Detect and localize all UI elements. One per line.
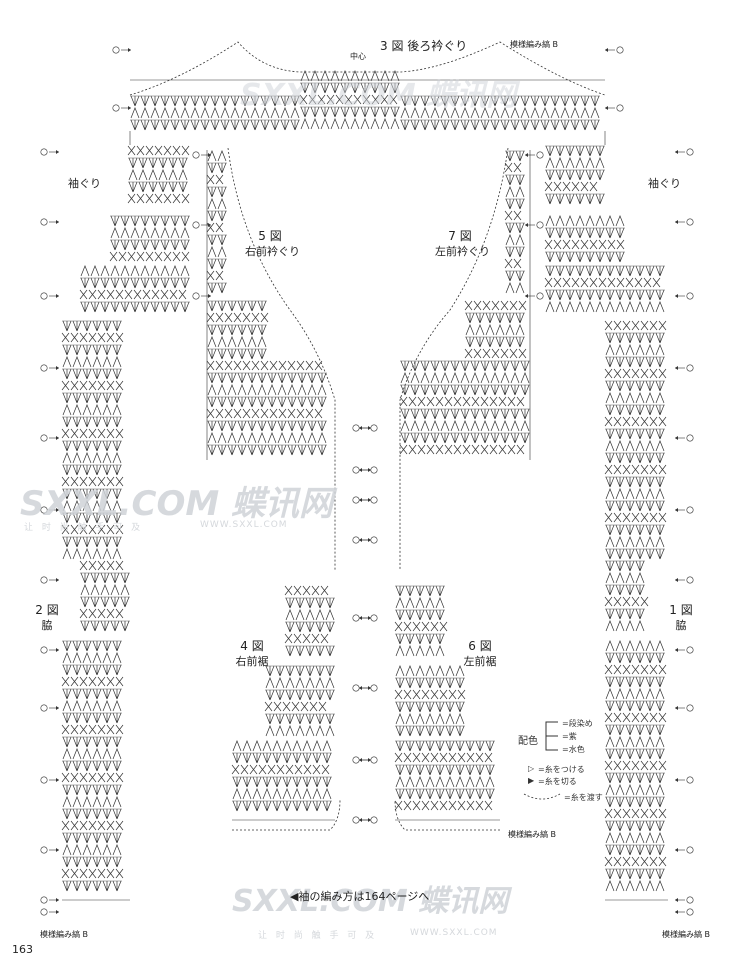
pattern-label-bottom-center: 模様編み縞 B	[508, 830, 557, 839]
color-legend: 配色 =段染め =紫 =水色 ▷ =糸をつける ▶ =糸を切る =糸を渡す	[518, 718, 618, 808]
back-neck-title: 3 図 後ろ衿ぐり	[380, 39, 468, 53]
right-hem-title: 右前裾	[235, 655, 269, 668]
left-hem-number: 6 図	[468, 639, 492, 653]
left-side-chart	[61, 145, 190, 892]
right-front-neck-chart	[206, 147, 336, 570]
right-front-neck-number: 5 図	[258, 229, 282, 243]
left-front-neck-title: 左前衿ぐり	[435, 245, 490, 258]
right-side-title: 脇	[675, 619, 687, 632]
watermark-slogan-bottom: 让 时 尚 触 手 可 及	[258, 931, 378, 941]
legend-join: =糸をつける	[538, 765, 585, 774]
left-front-hem-chart	[394, 585, 500, 831]
left-side-title: 脇	[41, 619, 53, 632]
center-label: 中心	[350, 52, 366, 61]
page-number: 163	[12, 943, 33, 956]
legend-color-3: =水色	[562, 745, 585, 754]
legend-pass: =糸を渡す	[564, 793, 603, 802]
right-front-hem-chart	[231, 585, 341, 831]
legend-join-icon: ▷	[528, 764, 535, 773]
legend-title: 配色	[518, 736, 538, 747]
sleeve-note: ◀袖の編み方は164ページへ	[290, 890, 430, 903]
watermark-url-bottom: WWW.SXXL.COM	[410, 928, 498, 938]
right-side-number: 1 図	[669, 603, 693, 617]
armhole-label-right: 袖ぐり	[648, 177, 681, 190]
watermark-logo-top: SXXL.COM 蝶讯网	[240, 78, 517, 113]
left-hem-title: 左前裾	[463, 655, 497, 668]
right-side-chart	[544, 145, 667, 892]
legend-color-1: =段染め	[562, 719, 593, 728]
left-front-neck-number: 7 図	[448, 229, 472, 243]
connection-lines	[62, 79, 668, 901]
right-hem-number: 4 図	[240, 639, 264, 653]
watermark-url: WWW.SXXL.COM	[200, 520, 288, 530]
pattern-label-top-right: 模様編み縞 B	[510, 40, 559, 49]
watermark-slogan: 让 时 尚 触 手 可 及	[24, 523, 144, 533]
pattern-label-bottom-right: 模様編み縞 B	[662, 930, 711, 939]
legend-cut-icon: ▶	[528, 776, 535, 785]
left-side-number: 2 図	[35, 603, 59, 617]
armhole-label-left: 袖ぐり	[68, 177, 101, 190]
left-front-neck-chart	[399, 147, 530, 570]
row-markers	[40, 46, 694, 916]
pattern-label-bottom-left: 模様編み縞 B	[40, 930, 89, 939]
back-neck-chart	[129, 41, 606, 131]
legend-pass-icon	[523, 793, 561, 800]
watermark-logo: SXXL.COM 蝶讯网	[20, 484, 334, 524]
legend-cut: =糸を切る	[538, 777, 577, 786]
right-front-neck-title: 右前衿ぐり	[245, 245, 300, 258]
watermark-logo-bottom: SXXL.COM 蝶讯网	[232, 884, 509, 919]
legend-bracket-icon	[545, 721, 558, 751]
legend-color-2: =紫	[562, 732, 577, 741]
